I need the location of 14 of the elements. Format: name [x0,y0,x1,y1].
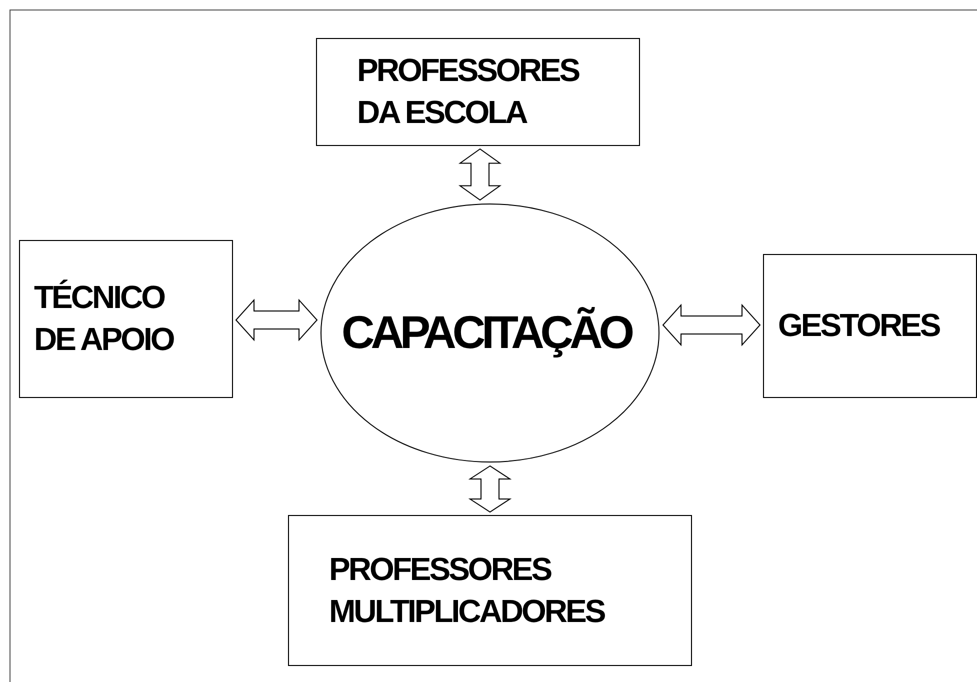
double-block-arrow [468,465,512,513]
node-label: CAPACITAÇÃO [341,305,632,360]
text-box [288,515,692,666]
text-box [316,38,640,146]
node-label: PROFESSORES MULTIPLICADORES [329,550,606,630]
double-block-arrow [235,298,318,342]
ellipse-node [320,203,660,463]
node-label: PROFESSORES DA ESCOLA [357,51,580,132]
double-block-arrow [662,304,761,346]
node-label: TÉCNICO DE APOIO [34,278,175,359]
double-block-arrow [458,148,502,201]
node-label: GESTORES [778,306,941,346]
text-box [19,240,233,398]
text-box [763,254,977,398]
